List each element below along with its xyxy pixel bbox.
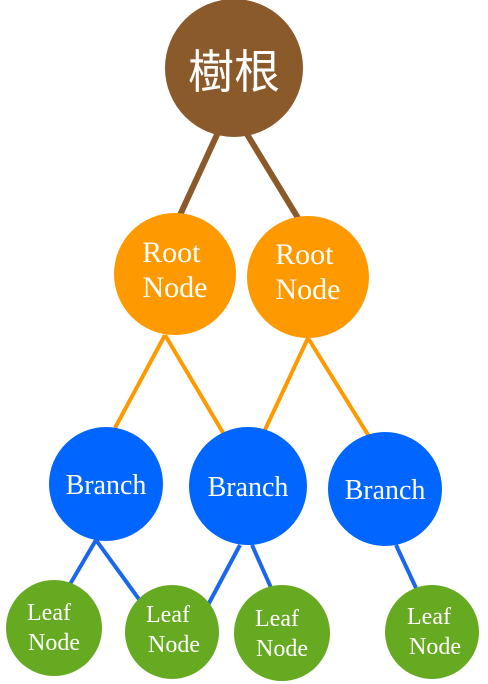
branch-1-circle (49, 427, 163, 541)
root-node: 樹根 (165, 0, 303, 137)
leaf-4-line1: Leaf (407, 604, 451, 630)
leaf-1-line2: Node (28, 630, 80, 656)
root-node-2-circle (247, 216, 369, 338)
root-node-2-line2: Node (276, 273, 341, 306)
root-node-1-circle (114, 213, 236, 335)
branch-3-label: Branch (345, 475, 426, 506)
leaf-4-label: Leaf Node (407, 604, 461, 660)
edge-branch-2-to-leaf-3 (250, 544, 274, 591)
root-label: 樹根 (188, 45, 280, 99)
branch-edges (64, 538, 418, 606)
edge-branch-2-to-leaf-2 (206, 544, 242, 606)
branch-2-label: Branch (208, 472, 289, 503)
leaf-3-circle (234, 585, 330, 681)
branch-2: Branch (189, 427, 307, 545)
root-circle (165, 0, 303, 137)
leaf-4-line2: Node (409, 634, 461, 660)
leaf-2-label: Leaf Node (146, 602, 200, 658)
root-edges (177, 124, 301, 220)
leaf-1-line1: Leaf (27, 600, 71, 626)
leaf-3-line1: Leaf (255, 606, 299, 632)
root-node-2-line1: Root (275, 238, 334, 271)
edge-root-node-1-to-branch-2 (163, 333, 227, 438)
branch-3-circle (328, 432, 442, 546)
edge-root-node-1-to-branch-1 (113, 334, 167, 429)
leaf-1-label: Leaf Node (27, 600, 80, 656)
leaf-3-label: Leaf Node (255, 606, 308, 662)
edge-branch-1-to-leaf-1 (64, 538, 98, 593)
edge-branch-3-to-leaf-4 (394, 544, 418, 589)
edge-root-to-root-node-1 (177, 124, 224, 217)
leaf-1-circle (6, 580, 102, 676)
root-node-1-line2: Node (143, 271, 208, 304)
root-node-1-line1: Root (142, 236, 201, 269)
leaf-1: Leaf Node (6, 580, 102, 676)
branch-3: Branch (328, 432, 442, 546)
root-node-2-label: Root Node (275, 238, 341, 306)
branch-1: Branch (49, 427, 163, 541)
leaf-2-circle (125, 585, 219, 679)
root-node-1: Root Node (114, 213, 236, 335)
edge-root-node-2-to-branch-2 (262, 337, 310, 433)
branch-2-circle (189, 427, 307, 545)
edge-branch-1-to-leaf-2 (94, 538, 143, 604)
branch-1-label: Branch (66, 470, 147, 501)
edge-root-to-root-node-2 (239, 124, 301, 220)
leaf-3-line2: Node (256, 636, 308, 662)
leaf-2-line1: Leaf (146, 602, 190, 628)
root-node-1-label: Root Node (142, 236, 208, 304)
edge-root-node-2-to-branch-3 (306, 336, 372, 440)
leaf-4-circle (385, 585, 479, 679)
leaf-4: Leaf Node (385, 585, 479, 679)
leaf-2: Leaf Node (125, 585, 219, 679)
leaf-2-line2: Node (148, 632, 200, 658)
root-node-edges (113, 333, 372, 440)
root-node-2: Root Node (247, 216, 369, 338)
leaf-3: Leaf Node (234, 585, 330, 681)
